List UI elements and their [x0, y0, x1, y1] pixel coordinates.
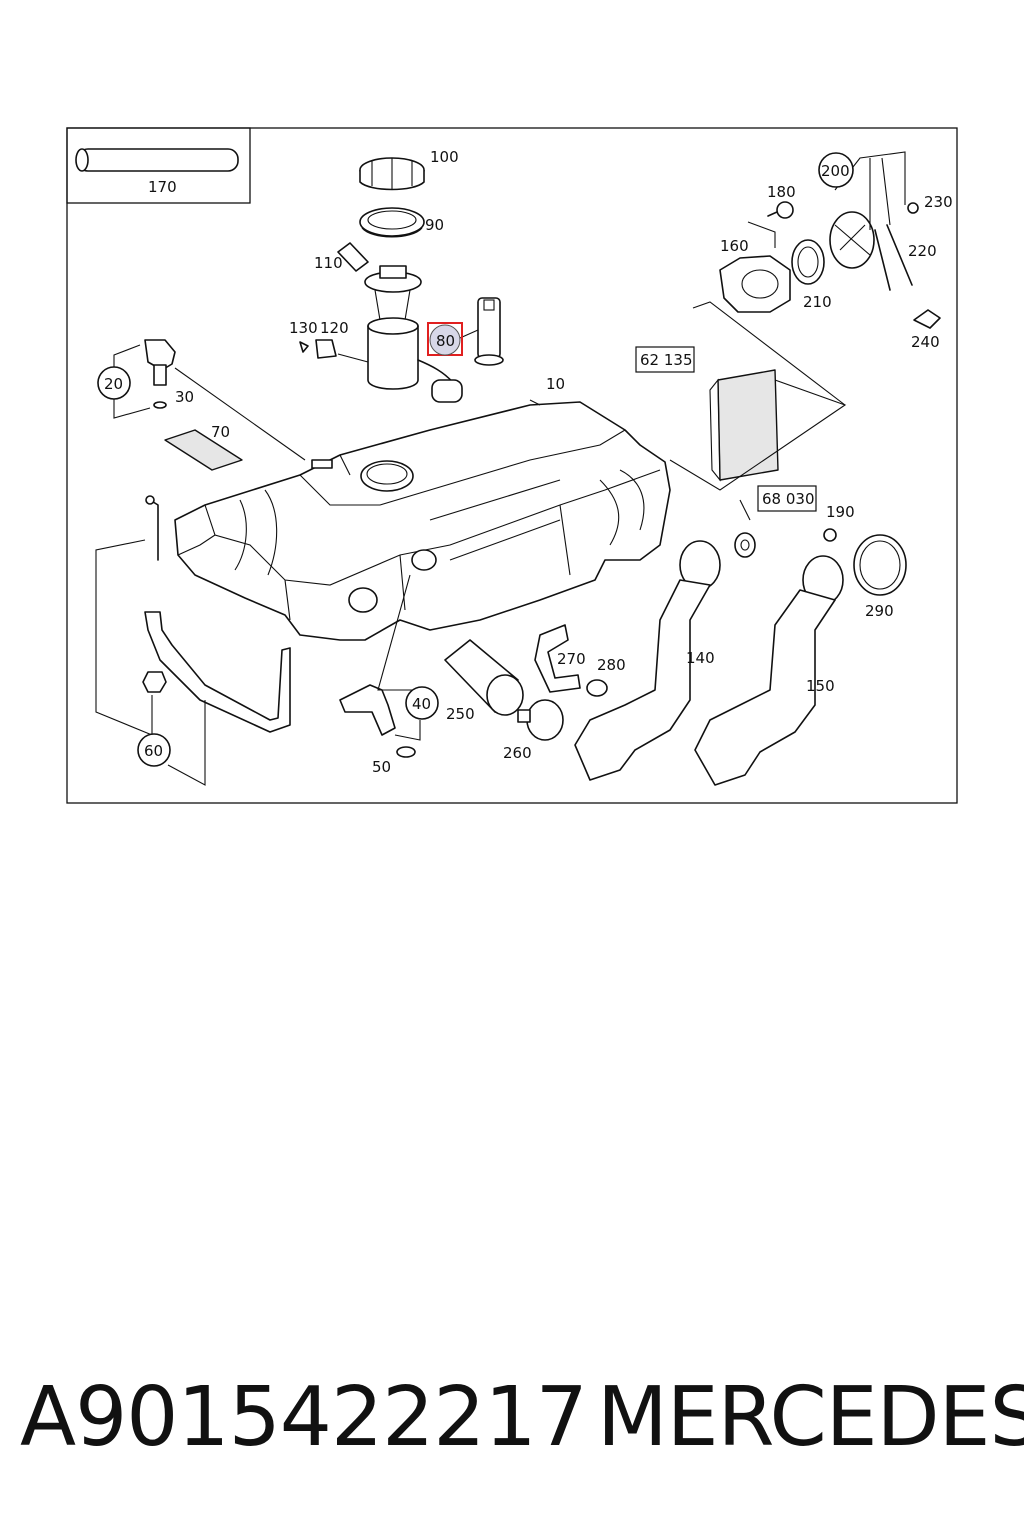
- callout-circle-20: [97, 366, 131, 400]
- callout-150[interactable]: 150: [806, 677, 835, 695]
- callout-90[interactable]: 90: [425, 216, 444, 234]
- callout-circle-200: [818, 152, 854, 188]
- inset-box: [66, 127, 251, 204]
- screw-180: [767, 201, 794, 219]
- highlight-circle: [429, 324, 461, 356]
- brand-name: MERCEDES: [597, 1370, 1024, 1465]
- callout-20[interactable]: 20: [104, 375, 123, 393]
- callout-70[interactable]: 70: [211, 423, 230, 441]
- callout-110[interactable]: 110: [314, 254, 343, 272]
- callout-120[interactable]: 120: [320, 319, 349, 337]
- plug-240: [913, 309, 941, 329]
- callout-220[interactable]: 220: [908, 242, 937, 260]
- callout-140[interactable]: 140: [686, 649, 715, 667]
- callout-280[interactable]: 280: [597, 656, 626, 674]
- callout-labels: 170 100 90 110 130 120 80 20 30 70 10 62…: [97, 148, 953, 776]
- hose-250: [444, 639, 524, 716]
- cover-290: [853, 534, 907, 596]
- link-220: [874, 224, 913, 291]
- callout-170[interactable]: 170: [148, 178, 177, 196]
- callout-50[interactable]: 50: [372, 758, 391, 776]
- caption: A9015422217 MERCEDES: [0, 1370, 1024, 1470]
- flange-160: [719, 255, 791, 313]
- callout-10[interactable]: 10: [546, 375, 565, 393]
- callout-60[interactable]: 60: [144, 742, 163, 760]
- callout-circle-60: [137, 733, 171, 767]
- pad-70: [164, 429, 243, 471]
- callout-250[interactable]: 250: [446, 705, 475, 723]
- highlight-80[interactable]: 80: [427, 322, 463, 356]
- callout-200[interactable]: 200: [821, 162, 850, 180]
- callout-240[interactable]: 240: [911, 333, 940, 351]
- callout-290[interactable]: 290: [865, 602, 894, 620]
- callout-160[interactable]: 160: [720, 237, 749, 255]
- callout-180[interactable]: 180: [767, 183, 796, 201]
- callout-100[interactable]: 100: [430, 148, 459, 166]
- lock-ring-100: [359, 157, 425, 191]
- hose-270: [534, 624, 581, 693]
- callout-30[interactable]: 30: [175, 388, 194, 406]
- washer-68030: [734, 532, 756, 558]
- callout-230[interactable]: 230: [924, 193, 953, 211]
- callout-80[interactable]: 80: [436, 332, 455, 350]
- callout-62135[interactable]: 62 135: [640, 351, 693, 369]
- callout-box-62135: [635, 346, 695, 373]
- callout-68030[interactable]: 68 030: [762, 490, 815, 508]
- bracket-130: [299, 339, 337, 359]
- clamp-280: [586, 679, 608, 697]
- part-number: A9015422217: [20, 1370, 588, 1465]
- diagram-frame: [66, 127, 958, 804]
- strap-60: [142, 495, 291, 733]
- cap-200: [829, 211, 875, 269]
- screw-230: [907, 202, 919, 214]
- valve-20: [144, 339, 176, 409]
- callout-40[interactable]: 40: [412, 695, 431, 713]
- callout-190[interactable]: 190: [826, 503, 855, 521]
- parts-diagram: 170 100 90 110 130 120 80 20 30 70 10 62…: [66, 127, 958, 804]
- callout-270[interactable]: 270: [557, 650, 586, 668]
- seal-210: [791, 239, 825, 285]
- hose-110: [337, 242, 369, 272]
- callout-260[interactable]: 260: [503, 744, 532, 762]
- callout-circle-40: [405, 686, 439, 720]
- hose-170: [75, 148, 239, 172]
- filler-pipe-150: [694, 555, 844, 786]
- callout-210[interactable]: 210: [803, 293, 832, 311]
- seal-ring-90: [359, 207, 425, 238]
- filler-pipe-140: [574, 540, 721, 781]
- gasket-62135: [709, 369, 779, 482]
- sender-unit-120: [364, 265, 463, 403]
- clamp-260: [517, 699, 564, 741]
- elbow-40: [339, 684, 396, 736]
- screw-190: [823, 528, 837, 542]
- callout-130[interactable]: 130: [289, 319, 318, 337]
- washer-50: [396, 746, 416, 758]
- fuel-tank: [174, 401, 671, 641]
- callout-box-68030: [757, 485, 817, 512]
- fuel-pump-80: [474, 297, 504, 366]
